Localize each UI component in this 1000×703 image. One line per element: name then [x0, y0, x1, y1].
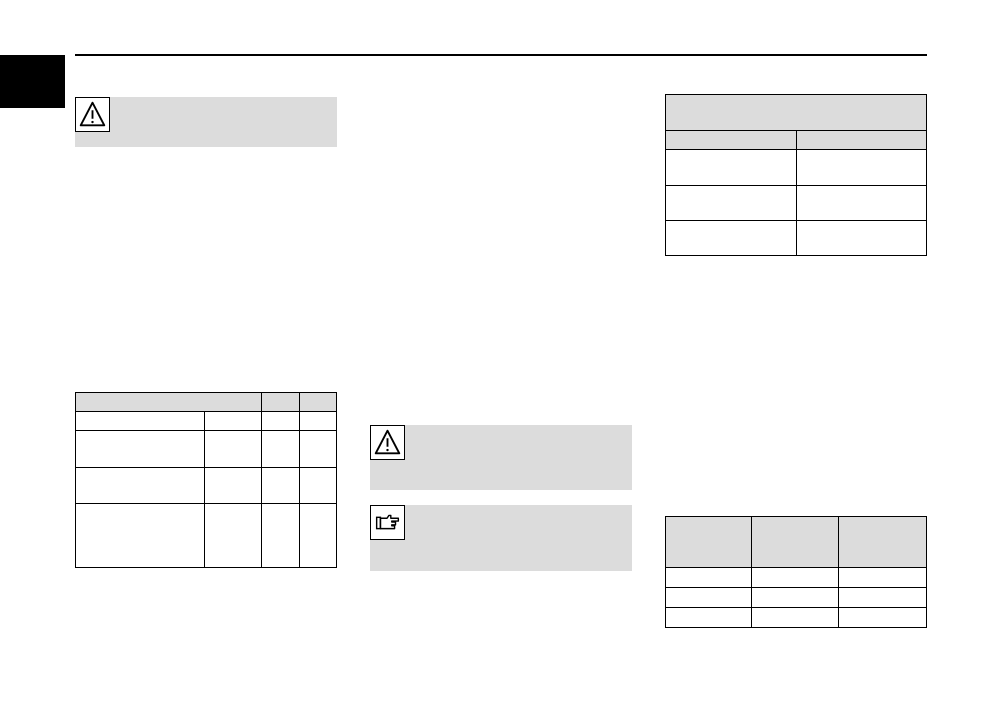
right-bottom-table-header-band [666, 517, 926, 567]
warning-triangle-icon [370, 425, 405, 460]
right-top-table [665, 94, 927, 256]
header-rule [75, 54, 927, 56]
warning-triangle-icon [75, 97, 110, 132]
warning-notice-1 [75, 97, 337, 147]
pointing-hand-icon [370, 505, 405, 540]
section-tab-marker [0, 55, 65, 108]
left-table [75, 392, 337, 568]
note-notice-1 [370, 505, 632, 571]
right-top-table-title-band [666, 95, 926, 130]
left-table-header-band [76, 393, 336, 411]
right-bottom-table [665, 516, 927, 628]
warning-notice-2 [370, 425, 632, 490]
